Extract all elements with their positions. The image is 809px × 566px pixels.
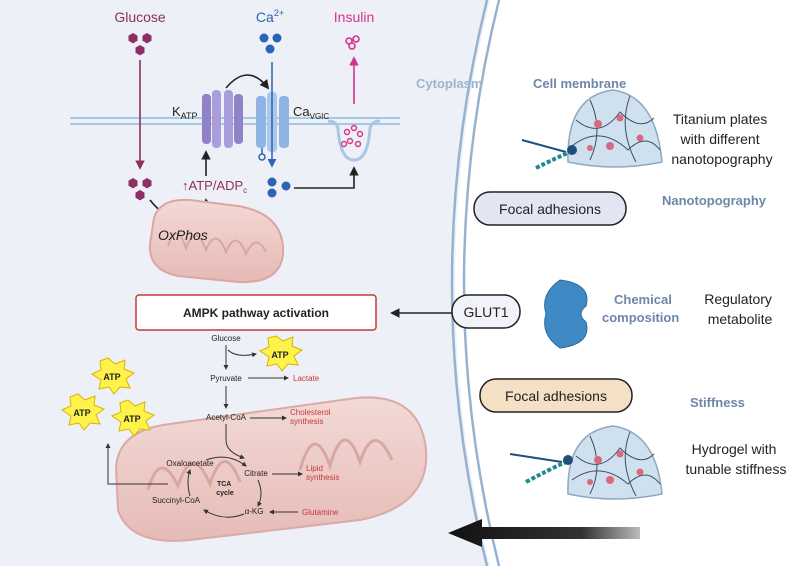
atp-label-1: ATP [271,350,288,360]
regulatory-metabolite-label: Regulatory metabolite [704,291,776,327]
glut1-label: GLUT1 [463,304,508,320]
citrate-label: Citrate [244,469,268,478]
mitochondrion-bottom [114,396,428,542]
oxaloacetate-label: Oxaloacetate [166,459,214,468]
calcium-ions-inside [267,177,291,198]
titanium-plate-dome-icon [567,89,663,168]
atp-adp-ratio-label: ↑ATP/ADPc [182,178,247,195]
cell-membrane-inner [462,0,501,566]
katp-channel-icon [202,90,243,148]
integrin-receptor-top-icon [521,139,577,170]
acetyl-coa-label: Acetyl-CoA [206,413,247,422]
focal-adhesions-bottom-box [479,378,633,413]
direction-arrow [448,519,640,547]
atp-label-2: ATP [103,372,120,382]
glut1-transporter-icon [544,279,588,349]
glucose-to-atp-arrow [227,349,257,358]
pyruvate-label: Pyruvate [210,374,242,383]
insulin-label: Insulin [334,9,374,25]
insulin-granule-icon [345,35,360,50]
glut1-box [451,294,521,329]
glucose-molecules-top [128,33,152,56]
lactate-label: Lactate [293,374,320,383]
glucose-molecules-inside [128,178,152,201]
nanotopography-label: Nanotopography [662,193,767,208]
cholesterol-synthesis-label: Cholesterol synthesis [290,408,333,426]
stiffness-label: Stiffness [690,395,745,410]
atp-label-3: ATP [73,408,90,418]
calcium-to-vesicle-arrow [294,166,359,189]
atp-starburst-icon-4 [110,399,156,437]
katp-to-cavgic-arrow [225,74,270,90]
cell-membrane-label: Cell membrane [533,76,626,91]
tca-cycle-label: TCA cycle [216,481,234,497]
calcium-label: Ca2+ [256,8,284,25]
glutamine-label: Glutamine [302,508,339,517]
cytoplasm-label: Cytoplasm [416,76,482,91]
glucose-metabolite-label: Glucose [211,334,241,343]
hydrogel-label: Hydrogel with tunable stiffness [686,441,787,477]
integrin-receptor-bottom-icon [509,453,573,484]
ampk-box [135,294,377,331]
focal-adhesions-top-box [473,191,627,226]
calcium-ions-top [259,33,282,54]
succinyl-coa-label: Succinyl-CoA [152,496,201,505]
oxphos-label: OxPhos [158,227,208,243]
insulin-granules-vesicle [340,124,364,148]
atp-starburst-icon-1 [258,335,304,372]
tca-arc-succinyl-to-oaa [186,469,192,497]
akg-label: α-KG [245,507,264,516]
acetylcoa-to-citrate-arrow [225,424,245,460]
focal-adhesions-bottom-label: Focal adhesions [505,388,607,404]
glucose-label: Glucose [114,9,166,25]
chemical-composition-label: Chemical composition [602,292,679,325]
tca-arc-citrate-to-akg [257,479,263,507]
cell-membrane-outer [450,0,489,566]
atp-label-4: ATP [123,414,140,424]
focal-adhesions-top-label: Focal adhesions [499,201,601,217]
ampk-label: AMPK pathway activation [183,306,329,320]
tca-arc-oaa-to-citrate [205,456,247,467]
titanium-plates-label: Titanium plates with different nanotopog… [671,111,772,167]
atp-starburst-icon-2 [90,357,136,395]
katp-label: KATP [172,104,198,121]
tca-to-atp-arrow [105,443,168,485]
atp-starburst-icon-3 [60,393,106,431]
lipid-synthesis-label: Lipid synthesis [306,464,339,482]
hydrogel-dome-icon [567,425,663,500]
mitochondrion-top [148,198,285,284]
exocytosis-vesicle [327,119,381,162]
tca-arc-akg-to-succinyl [203,509,245,518]
cavgic-label: CaVGIC [293,104,329,121]
